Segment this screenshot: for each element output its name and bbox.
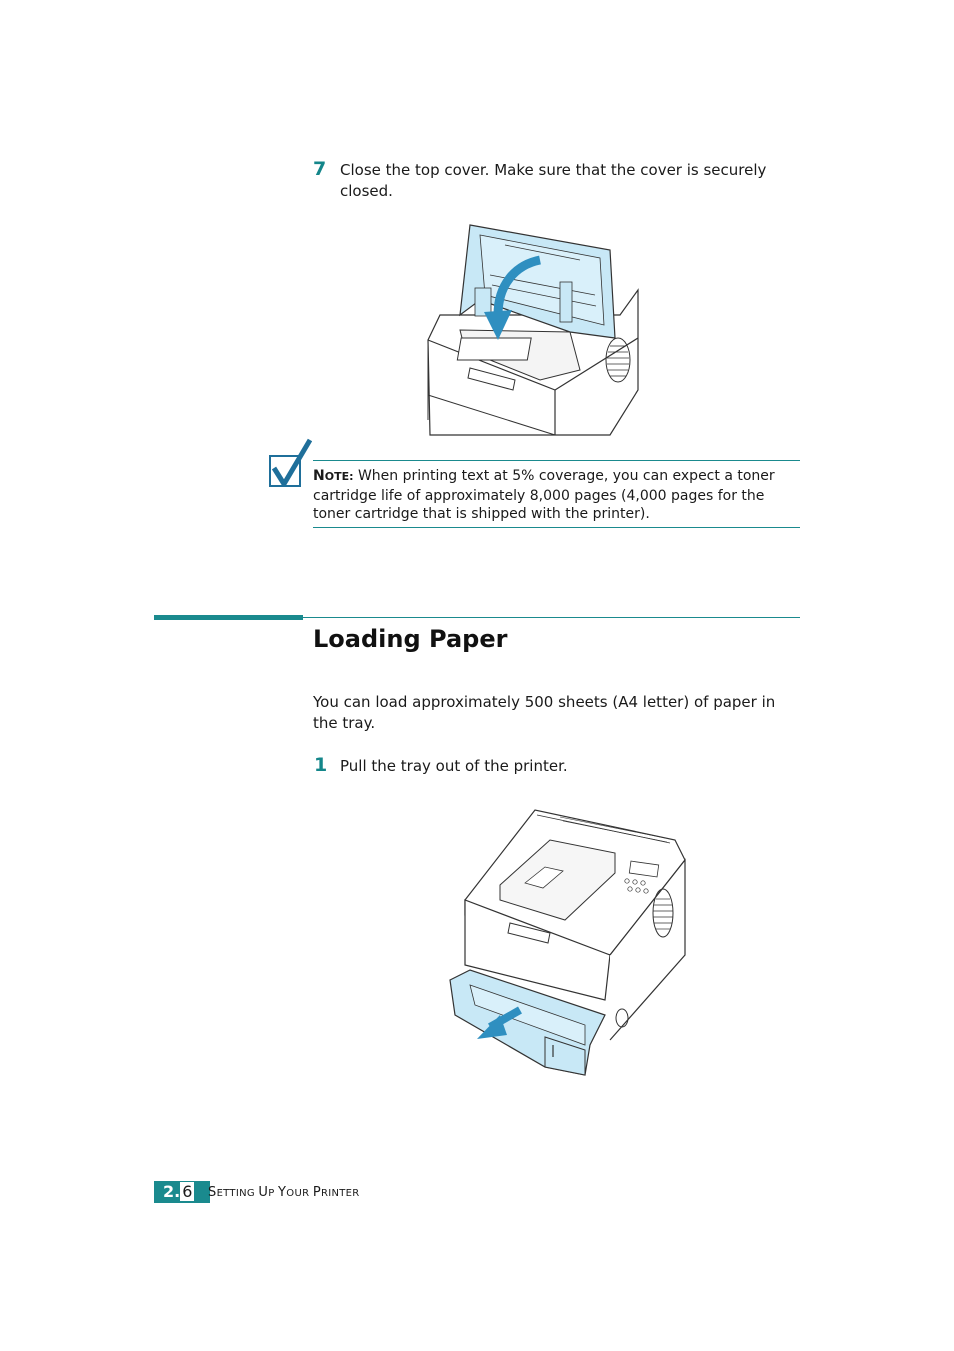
- section-title: Loading Paper: [313, 625, 508, 653]
- step-1-number: 1: [314, 754, 328, 776]
- note-top-rule: [313, 460, 800, 461]
- printer-top-cover-closing-icon: [427, 224, 639, 436]
- note-line-2: cartridge life of approximately 8,000 pa…: [313, 487, 765, 504]
- printer-tray-illustration: [445, 805, 690, 1080]
- footer-chapter-title: SETTING UP YOUR PRINTER: [208, 1185, 360, 1200]
- step-7-number: 7: [313, 158, 327, 180]
- section-intro: You can load approximately 500 sheets (A…: [313, 692, 803, 734]
- printer-cover-illustration: [420, 220, 650, 440]
- step-7-text: Close the top cover. Make sure that the …: [340, 160, 800, 202]
- note-label: NOTE:: [313, 468, 354, 484]
- checkmark-note-icon: [269, 438, 312, 487]
- note-line-3: toner cartridge that is shipped with the…: [313, 506, 650, 522]
- section-intro-line-2: the tray.: [313, 714, 376, 732]
- note-line-1: NOTE: When printing text at 5% coverage,…: [313, 468, 775, 484]
- footer-page-number: 6: [180, 1182, 195, 1201]
- footer-page-badge: 2.6: [154, 1181, 210, 1203]
- note-icon: [268, 438, 312, 492]
- section-rule-thin: [303, 617, 800, 618]
- printer-tray-pull-icon: [449, 809, 686, 1076]
- note-bottom-rule: [313, 527, 800, 528]
- footer-chapter-number: 2.: [163, 1182, 181, 1201]
- step-7-line-2: closed.: [340, 182, 393, 200]
- step-1-text: Pull the tray out of the printer.: [340, 757, 568, 775]
- section-rule-thick: [154, 615, 303, 620]
- step-7-line-1: Close the top cover. Make sure that the …: [340, 161, 767, 179]
- note-text: NOTE: When printing text at 5% coverage,…: [313, 467, 803, 524]
- section-intro-line-1: You can load approximately 500 sheets (A…: [313, 693, 776, 711]
